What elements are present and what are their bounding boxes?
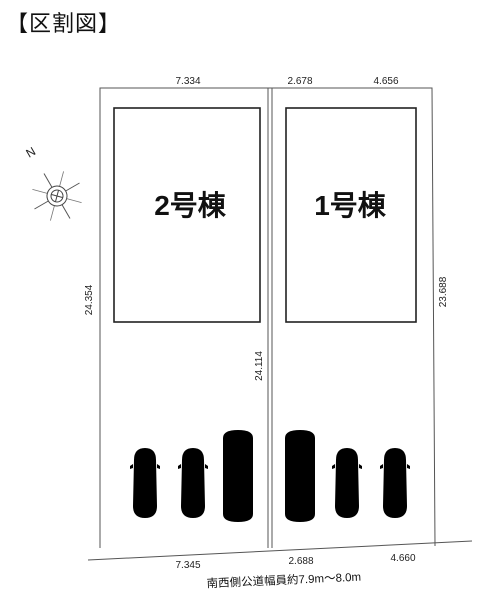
car-1 xyxy=(130,448,160,518)
lot-left-boundary xyxy=(99,87,269,548)
dim-top-right: 4.656 xyxy=(373,76,398,87)
dim-top-left: 7.334 xyxy=(175,76,200,87)
car-3 xyxy=(223,430,253,522)
compass-north-label: N xyxy=(24,144,39,160)
lot-right-boundary xyxy=(268,87,436,547)
dim-left-depth: 24.354 xyxy=(84,284,95,315)
page-title: 【区割図】 xyxy=(6,12,122,37)
dim-mid-depth: 24.114 xyxy=(254,351,265,381)
car-4 xyxy=(285,430,315,522)
road-label: 南西側公道幅員約7.9m〜8.0m xyxy=(206,570,361,591)
dim-top-mid: 2.678 xyxy=(287,76,312,87)
road-edge xyxy=(87,540,473,561)
car-5 xyxy=(332,448,362,518)
building-1 xyxy=(285,107,417,323)
dim-bottom-mid: 2.688 xyxy=(288,556,313,567)
compass-icon xyxy=(32,171,82,221)
dim-bottom-left: 7.345 xyxy=(175,560,200,571)
building-2 xyxy=(113,107,261,323)
car-2 xyxy=(178,448,208,518)
building-2-label: 2号棟 xyxy=(154,190,227,221)
building-1-label: 1号棟 xyxy=(314,190,387,221)
dim-bottom-right: 4.660 xyxy=(390,553,415,564)
car-6 xyxy=(380,448,410,518)
dim-right-depth: 23.688 xyxy=(438,276,449,307)
